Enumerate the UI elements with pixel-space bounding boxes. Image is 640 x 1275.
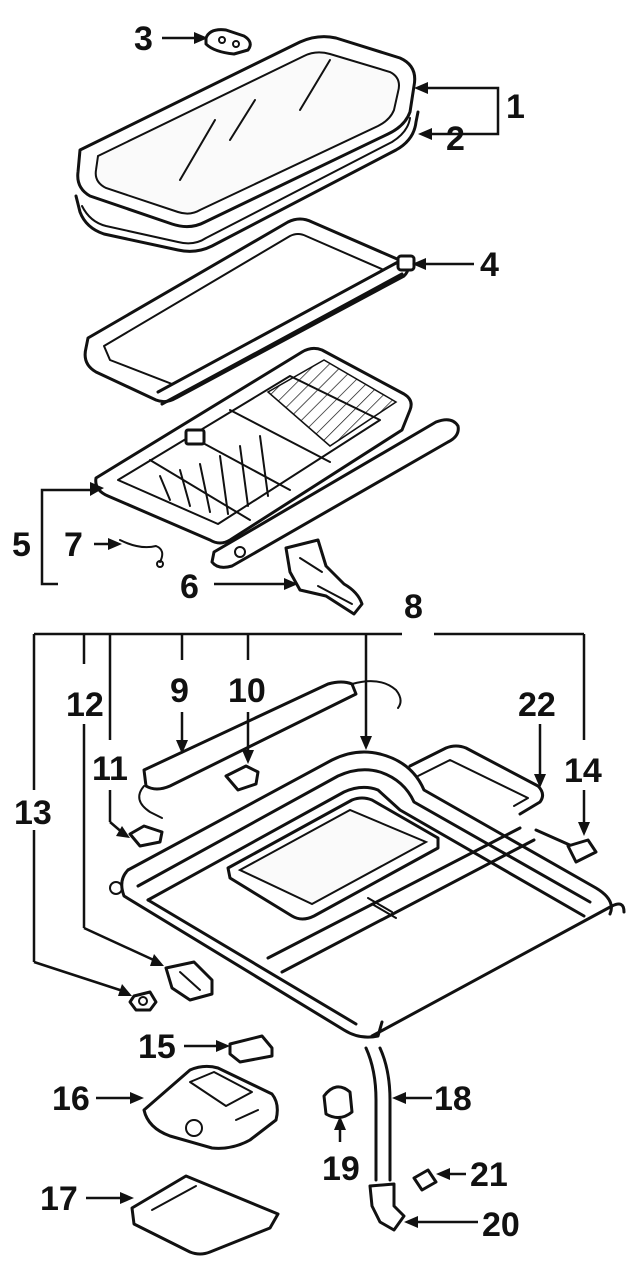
cover-plate xyxy=(130,1174,280,1256)
callout-15: 15 xyxy=(138,1028,176,1066)
callout-18: 18 xyxy=(434,1080,472,1118)
deflector-frame xyxy=(83,217,416,406)
part-21-clip xyxy=(412,1168,438,1192)
callout-9: 9 xyxy=(170,672,189,710)
callout-13: 13 xyxy=(14,794,52,832)
callout-8: 8 xyxy=(404,588,423,626)
console-housing xyxy=(142,1064,279,1150)
callout-6: 6 xyxy=(180,568,199,606)
callout-16: 16 xyxy=(52,1080,90,1118)
callout-4: 4 xyxy=(480,246,499,284)
part-13-nut xyxy=(128,990,158,1012)
sunroof-housing xyxy=(109,750,626,1039)
callout-5: 5 xyxy=(12,526,31,564)
sunshade-frame-assembly xyxy=(94,346,460,569)
callout-17: 17 xyxy=(40,1180,78,1218)
glass-seal xyxy=(74,110,420,253)
part-14-clip xyxy=(534,828,598,864)
callout-1: 1 xyxy=(506,88,525,126)
part-19-grommet xyxy=(322,1085,354,1119)
part-11-bracket xyxy=(128,824,164,848)
callout-12: 12 xyxy=(66,686,104,724)
callout-19: 19 xyxy=(322,1150,360,1188)
leader-lines xyxy=(32,32,590,1228)
part-3-cap xyxy=(204,28,252,56)
rear-frame xyxy=(408,744,545,816)
part-10-clip xyxy=(224,764,260,792)
drive-bracket xyxy=(284,538,364,616)
hose-elbow xyxy=(368,1182,406,1232)
callout-22: 22 xyxy=(518,686,556,724)
part-7-cable xyxy=(119,539,164,568)
callout-3: 3 xyxy=(134,20,153,58)
callout-14: 14 xyxy=(564,752,602,790)
part-12-bracket xyxy=(164,960,214,1002)
callout-11: 11 xyxy=(92,750,128,788)
callout-7: 7 xyxy=(64,526,83,564)
callout-20: 20 xyxy=(482,1206,520,1244)
callout-21: 21 xyxy=(470,1156,508,1194)
drain-hose xyxy=(364,1046,392,1182)
part-15-switch xyxy=(228,1034,274,1064)
callout-10: 10 xyxy=(228,672,266,710)
sunroof-glass-panel xyxy=(76,35,417,229)
guide-rail xyxy=(138,680,402,819)
callout-2: 2 xyxy=(446,120,465,158)
callout-labels: 1 2 3 4 5 6 7 8 9 10 11 12 13 14 15 16 1… xyxy=(12,20,602,1244)
